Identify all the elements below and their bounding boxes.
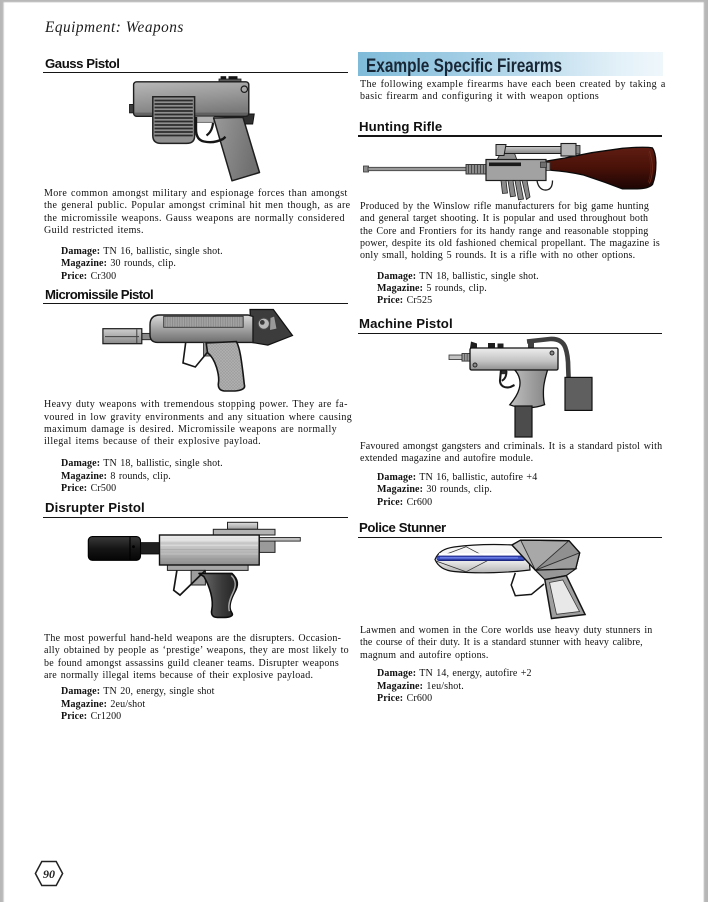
svg-text:90: 90 bbox=[43, 867, 55, 881]
